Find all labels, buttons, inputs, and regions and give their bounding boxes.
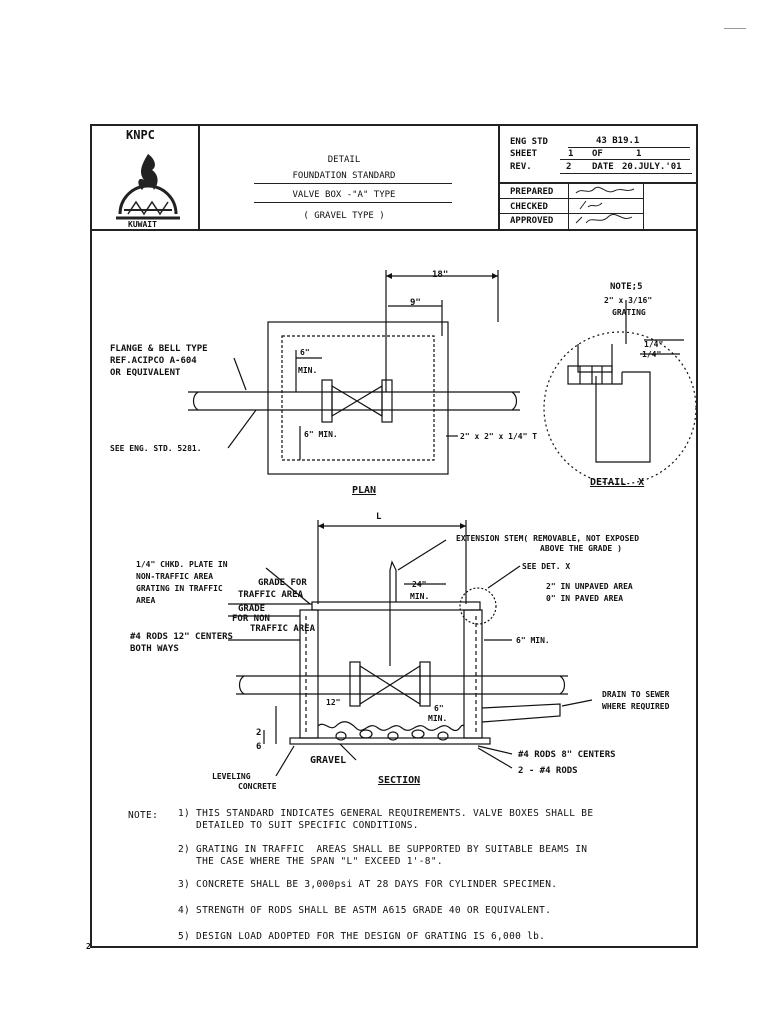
prepared-label: PREPARED [510,187,554,197]
title-underline-1 [254,183,452,184]
of-label: OF [592,149,603,159]
flange-note-2: REF.ACIPCO A-604 [110,356,197,366]
rods-12-2: BOTH WAYS [130,644,179,654]
rods-2: 2 - #4 RODS [518,766,578,776]
grade-traffic-1: GRADE FOR [258,578,307,588]
title-line-4: ( GRAVEL TYPE ) [303,211,385,221]
plan-dim-9: 9" [410,298,421,308]
chkd-plate-3: GRATING IN TRAFFIC [136,584,223,593]
section-caption: SECTION [378,775,421,786]
grade-non-3: TRAFFIC AREA [250,624,316,634]
signatures [575,186,635,224]
rev-value: 2 [566,162,572,172]
plan-box-inner [281,335,435,461]
title-block-row-line-2 [498,198,643,199]
see-det-x: SEE DET. X [522,562,571,571]
detail-x-grating-2: GRATING [612,308,646,317]
rods-8: #4 RODS 8" CENTERS [518,750,616,760]
note-2: 2) GRATING IN TRAFFIC AREAS SHALL BE SUP… [178,844,588,867]
page-corner-mark: 2 [86,942,91,951]
plan-dim-18: 18" [432,270,449,280]
chkd-plate-4: AREA [136,596,156,605]
detail-x-caption: DETAIL X [590,477,645,488]
gravel-label: GRAVEL [310,755,347,766]
plan-caption: PLAN [352,485,377,496]
detail-x-note: NOTE;5 [610,282,643,292]
title-block-bottom-line [90,229,698,231]
note-3: 3) CONCRETE SHALL BE 3,000psi AT 28 DAYS… [178,879,558,890]
rev-label: REV. [510,162,532,172]
plan-min-top: MIN. [298,366,318,375]
title-line-1: DETAIL [327,155,361,165]
chkd-plate-2: NON-TRAFFIC AREA [136,572,214,581]
title-block-row-line-1 [498,182,698,184]
grade-non-1: GRADE [238,604,266,614]
extension-stem-1: EXTENSION STEM( REMOVABLE, NOT EXPOSED [456,534,640,543]
title-block-divider-2 [498,124,500,229]
title-block-divider-1 [198,124,200,229]
section-wall-right [463,609,483,739]
grade-non-2: FOR NON [232,614,270,624]
chkd-plate-1: 1/4" CHKD. PLATE IN [136,560,228,569]
drawing-frame [90,124,698,948]
section-dim-L: L [376,512,382,522]
flange-note-3: OR EQUIVALENT [110,368,181,378]
extension-stem-2: ABOVE THE GRADE ) [540,544,622,553]
paved-note: 0" IN PAVED AREA [546,594,624,603]
plan-dim-6-top: 6" [300,348,310,357]
dim-6-min: 6" MIN. [516,636,550,645]
rods-12-1: #4 RODS 12" CENTERS [130,632,233,642]
knpc-logo [116,154,180,220]
of-value: 1 [636,149,642,159]
title-block-row-line-3 [498,213,643,214]
dim-12: 12" [326,698,341,707]
sheet-value: 1 [568,149,574,159]
sheet-label: SHEET [510,149,538,159]
approved-label: APPROVED [510,216,554,226]
date-label: DATE [592,162,614,172]
dim-6-side: 6 [256,742,262,752]
min-bottom: MIN. [428,714,448,723]
note-1: 1) THIS STANDARD INDICATES GENERAL REQUI… [178,808,594,831]
top-right-mark [724,28,746,29]
angle-note: 2" x 2" x 1/4" T [460,432,538,441]
eng-std-value: 43 B19.1 [596,136,640,146]
drain-2: WHERE REQUIRED [602,702,670,711]
see-eng-std: SEE ENG. STD. 5281. [110,444,202,453]
company-name: KNPC [126,128,155,142]
dim-6-bottom: 6" [434,704,444,713]
note-4: 4) STRENGTH OF RODS SHALL BE ASTM A615 G… [178,905,552,916]
date-value: 20.JULY.'01 [622,162,682,172]
grade-traffic-2: TRAFFIC AREA [238,590,304,600]
flange-note-1: FLANGE & BELL TYPE [110,344,208,354]
drain-1: DRAIN TO SEWER [602,690,670,699]
detail-x-grating-1: 2" x 3/16" [604,296,653,305]
eng-std-label: ENG STD [510,137,548,147]
dim-24: 24" [412,580,427,589]
title-line-2: FOUNDATION STANDARD [292,171,396,181]
min-24: MIN. [410,592,430,601]
checked-label: CHECKED [510,202,548,212]
title-line-3: VALVE BOX -"A" TYPE [292,190,396,200]
notes-label: NOTE: [128,810,159,821]
title-block-sign-divider-2 [643,182,644,229]
leveling-1: LEVELING [212,772,251,781]
plan-dim-6-min-bottom: 6" MIN. [304,430,338,439]
unpaved-note: 2" IN UNPAVED AREA [546,582,633,591]
note-5: 5) DESIGN LOAD ADOPTED FOR THE DESIGN OF… [178,931,546,942]
detail-x-dim-1: 1/4" [644,340,664,349]
leveling-2: CONCRETE [238,782,277,791]
sheet-underline [560,159,690,160]
plan-box-outer [267,321,449,475]
eng-std-underline [568,147,690,148]
title-underline-2 [254,202,452,203]
detail-x-dim-2: 1/4" [642,350,662,359]
logo-caption: KUWAIT [128,220,157,229]
rev-underline [560,173,692,174]
dim-2: 2 [256,728,262,738]
title-block-sign-divider [568,182,569,229]
